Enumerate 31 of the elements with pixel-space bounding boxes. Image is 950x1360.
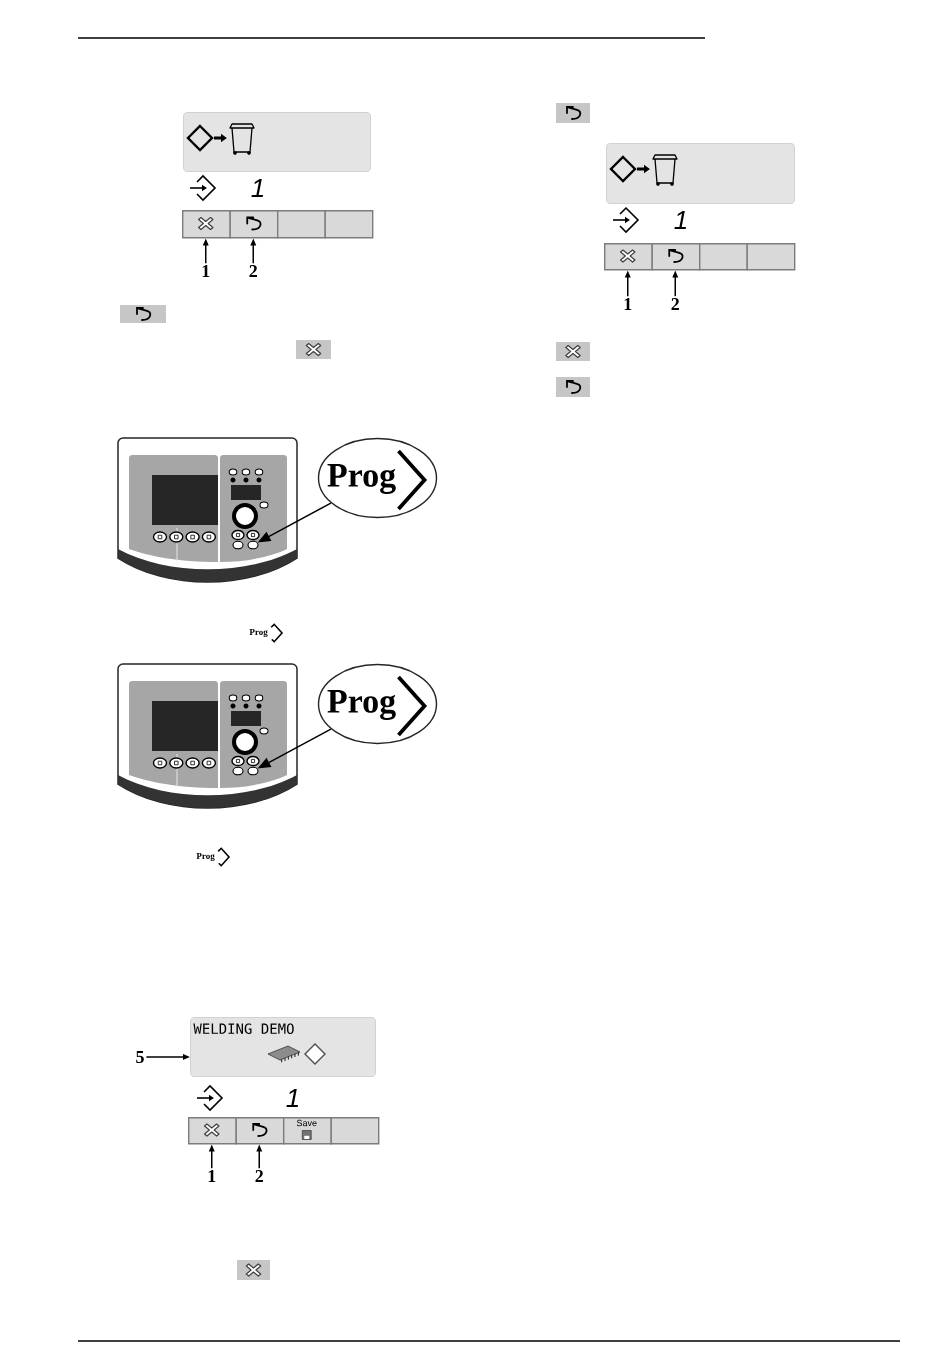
callout-balloon: Prog xyxy=(317,437,438,519)
soft-key xyxy=(188,1117,237,1145)
soft-key xyxy=(330,1117,380,1145)
panel-button xyxy=(247,540,259,550)
callout-number: 1 xyxy=(624,298,632,310)
soft-key xyxy=(324,210,374,239)
display-digit: 1 xyxy=(674,211,687,229)
callout-number: 1 xyxy=(208,1170,216,1182)
soft-key xyxy=(235,1117,285,1145)
callout-number: 1 xyxy=(202,265,210,277)
callout-number: 2 xyxy=(255,1170,263,1182)
soft-key xyxy=(699,243,748,271)
display-digit: 1 xyxy=(286,1089,299,1107)
callout-number: 5 xyxy=(136,1051,144,1063)
key-label: Prog xyxy=(249,629,268,637)
callout-balloon: Prog xyxy=(317,663,438,745)
callout-number: 2 xyxy=(671,298,679,310)
soft-key xyxy=(746,243,796,271)
soft-key xyxy=(229,210,279,239)
display-digit: 1 xyxy=(251,179,264,197)
key-label: Prog xyxy=(196,853,215,861)
callout-number: 2 xyxy=(249,265,257,277)
soft-key xyxy=(182,210,231,239)
display-screen: WELDING DEMO xyxy=(190,1017,376,1077)
soft-key xyxy=(651,243,701,271)
panel-button xyxy=(247,766,259,776)
soft-key xyxy=(277,210,326,239)
soft-key xyxy=(604,243,653,271)
soft-key: Save xyxy=(283,1117,332,1145)
display-screen xyxy=(183,112,371,172)
display-screen xyxy=(606,143,795,204)
